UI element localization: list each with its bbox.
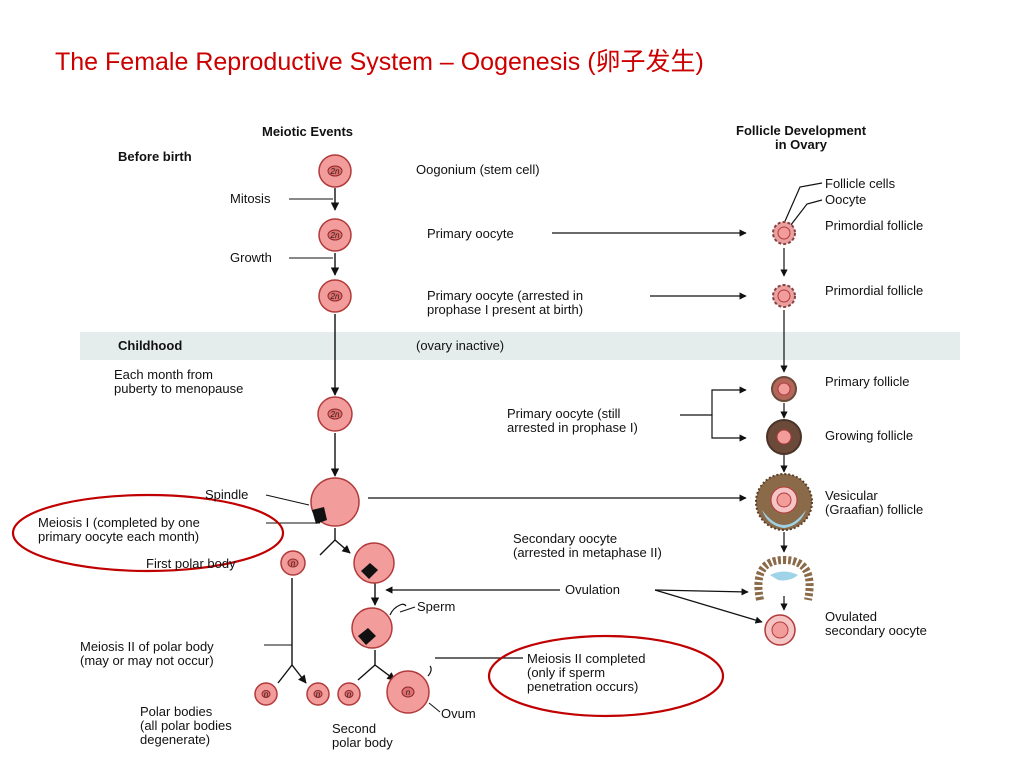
childhood-band bbox=[80, 332, 960, 360]
meiotic-cells: 2n 2n 2n 2n n bbox=[254, 154, 441, 714]
meiosis-two-highlight bbox=[487, 634, 725, 718]
primordial-follicle-1 bbox=[772, 221, 796, 245]
label-meiosis-one: Meiosis I (completed by one primary oocy… bbox=[38, 515, 200, 544]
primary-oocyte-cell-2: 2n bbox=[318, 279, 352, 313]
ploidy-2n: 2n bbox=[330, 231, 340, 240]
primary-oocyte-cell-3: 2n bbox=[317, 396, 353, 432]
meiosis-one-cell bbox=[310, 477, 360, 527]
first-polar-body-cell: n bbox=[280, 550, 306, 576]
desc-oogonium: Oogonium (stem cell) bbox=[416, 162, 540, 177]
label-first-polar-body: First polar body bbox=[146, 556, 236, 571]
desc-primary-oocyte-arrested: Primary oocyte (arrested in prophase I p… bbox=[427, 288, 584, 317]
ploidy-2n: 2n bbox=[330, 410, 340, 419]
label-mitosis: Mitosis bbox=[230, 191, 271, 206]
desc-ovulation: Ovulation bbox=[565, 582, 620, 597]
desc-secondary-oocyte: Secondary oocyte (arrested in metaphase … bbox=[513, 531, 662, 560]
ruptured-follicle bbox=[754, 555, 814, 601]
label-pointers bbox=[264, 198, 416, 646]
stage-childhood: Childhood bbox=[118, 338, 183, 353]
label-meiosis-two-completed: Meiosis II completed (only if sperm pene… bbox=[527, 651, 646, 694]
ovulated-oocyte bbox=[764, 614, 796, 646]
desc-ovary-inactive: (ovary inactive) bbox=[416, 338, 505, 353]
sperm-shape bbox=[389, 603, 407, 616]
spindle-shape bbox=[312, 507, 327, 524]
label-growing-follicle: Growing follicle bbox=[825, 428, 914, 443]
header-meiotic-events: Meiotic Events bbox=[262, 124, 354, 139]
label-growth: Growth bbox=[230, 250, 272, 265]
label-spindle: Spindle bbox=[205, 487, 249, 502]
primordial-follicle-2 bbox=[772, 284, 796, 308]
label-follicle-cells: Follicle cells bbox=[825, 176, 896, 191]
second-polar-body-cell: n bbox=[337, 682, 361, 706]
label-primordial-1: Primordial follicle bbox=[825, 218, 924, 233]
polar-body-cell-2: n bbox=[306, 682, 330, 706]
fertilized-cell bbox=[351, 603, 407, 649]
primary-oocyte-cell-1: 2n bbox=[318, 218, 352, 252]
label-polar-bodies: Polar bodies (all polar bodies degenerat… bbox=[140, 704, 232, 747]
stage-before-birth: Before birth bbox=[118, 149, 192, 164]
ovum-cell: n bbox=[386, 665, 441, 714]
highlight-ellipses bbox=[11, 493, 725, 718]
ploidy-2n: 2n bbox=[330, 167, 340, 176]
label-primordial-2: Primordial follicle bbox=[825, 283, 924, 298]
polar-body-cell-1: n bbox=[254, 682, 278, 706]
vesicular-follicle bbox=[755, 473, 813, 531]
desc-primary-oocyte: Primary oocyte bbox=[427, 226, 514, 241]
label-sperm: Sperm bbox=[417, 599, 456, 614]
oogonium-cell: 2n bbox=[318, 154, 352, 188]
label-meiosis-two-polar: Meiosis II of polar body (may or may not… bbox=[80, 639, 214, 668]
growing-follicle bbox=[766, 419, 802, 455]
ploidy-n: n bbox=[406, 688, 411, 697]
meiotic-arrows bbox=[277, 188, 396, 684]
ploidy-n: n bbox=[291, 559, 296, 568]
ploidy-n: n bbox=[347, 690, 352, 699]
label-second-polar-body: Second polar body bbox=[332, 721, 393, 750]
label-ovulated: Ovulated secondary oocyte bbox=[825, 609, 927, 638]
follicle-cells bbox=[754, 221, 814, 646]
primary-follicle bbox=[771, 376, 797, 402]
label-primary-follicle: Primary follicle bbox=[825, 374, 910, 389]
ploidy-n: n bbox=[264, 690, 269, 699]
secondary-oocyte-cell bbox=[353, 542, 395, 584]
label-oocyte: Oocyte bbox=[825, 192, 867, 207]
follicle-arrows bbox=[368, 182, 823, 659]
header-follicle-development: Follicle Development in Ovary bbox=[736, 123, 867, 152]
ploidy-2n: 2n bbox=[330, 292, 340, 301]
stage-each-month: Each month from puberty to menopause bbox=[114, 367, 244, 396]
slide-title: The Female Reproductive System – Oogenes… bbox=[55, 48, 704, 76]
label-ovum: Ovum bbox=[441, 706, 476, 721]
desc-primary-oocyte-still: Primary oocyte (still arrested in propha… bbox=[507, 406, 638, 435]
ploidy-n: n bbox=[316, 690, 321, 699]
label-vesicular: Vesicular (Graafian) follicle bbox=[825, 488, 924, 517]
meiosis-one-highlight bbox=[11, 493, 285, 573]
